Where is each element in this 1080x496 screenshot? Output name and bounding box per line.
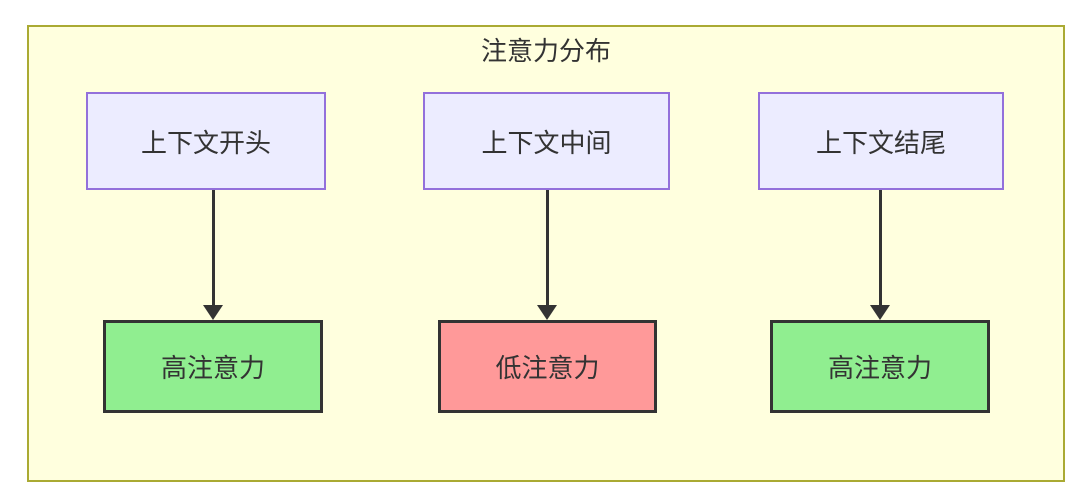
edge-end-to-attention [879,190,882,306]
attention-distribution-group: 注意力分布 上下文开头 高注意力 上下文中间 低注意力 上下文结尾 高注意力 [27,25,1065,482]
edge-beginning-to-attention [212,190,215,306]
edge-middle-to-attention [546,190,549,306]
arrow-down-icon [537,305,557,320]
node-context-beginning: 上下文开头 [86,92,326,190]
node-high-attention-left: 高注意力 [103,320,323,413]
node-context-middle: 上下文中间 [423,92,670,190]
arrow-down-icon [870,305,890,320]
arrow-down-icon [203,305,223,320]
node-high-attention-right: 高注意力 [770,320,990,413]
node-context-end: 上下文结尾 [758,92,1004,190]
node-low-attention: 低注意力 [438,320,657,413]
diagram-title: 注意力分布 [480,36,611,66]
